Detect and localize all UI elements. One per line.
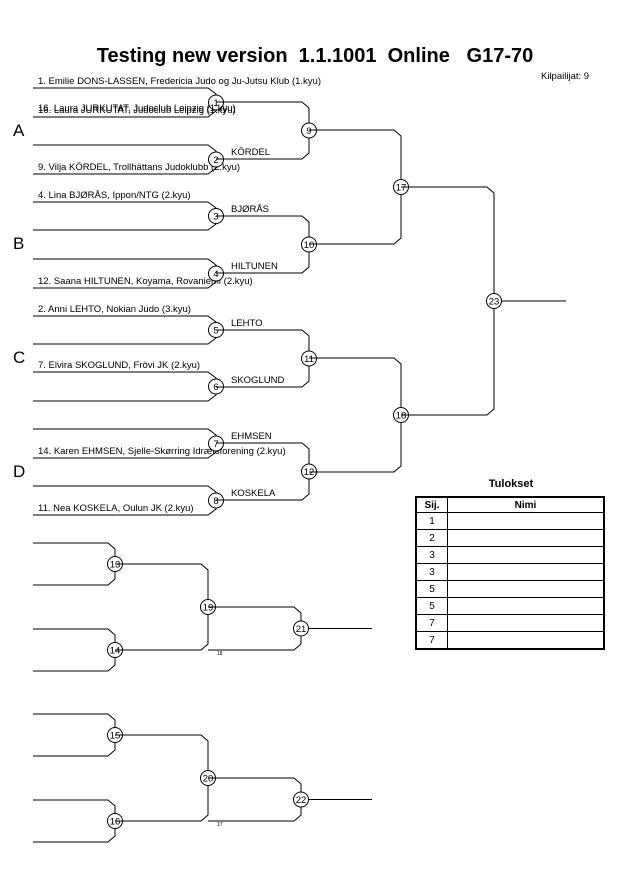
- winner-name: HILTUNEN: [231, 261, 278, 272]
- results-row: 2: [415, 529, 605, 547]
- bracket-line: [309, 129, 402, 245]
- match-number: 5: [213, 326, 218, 337]
- results-title: Tulokset: [488, 478, 534, 490]
- bracket-line: [309, 357, 402, 473]
- place-cell: 3: [415, 546, 448, 564]
- competitor-name: 14. Karen EHMSEN, Sjelle-Skørring Idræts…: [38, 446, 286, 457]
- results-row: 3: [415, 546, 605, 564]
- name-cell: [447, 631, 605, 650]
- winner-name: SKOGLUND: [231, 375, 284, 386]
- name-cell: [447, 512, 605, 530]
- name-cell: [447, 580, 605, 598]
- match-number: 14: [110, 646, 121, 657]
- bracket-line: [33, 799, 116, 843]
- competitor-name: 2. Anni LEHTO, Nokian Judo (3.kyu): [38, 304, 191, 315]
- match-number: 10: [304, 240, 315, 251]
- competitor-name: 16. Laura JURKUTAT, Judoclub Leipzig (1.…: [38, 105, 236, 116]
- bracket-line: [33, 628, 116, 672]
- small-note: 17: [217, 822, 223, 828]
- name-column-header: Nimi: [447, 496, 605, 513]
- winner-name: EHMSEN: [231, 431, 272, 442]
- place-cell: 7: [415, 614, 448, 632]
- results-row: 5: [415, 580, 605, 598]
- place-cell: 3: [415, 563, 448, 581]
- results-row: 5: [415, 597, 605, 615]
- place-cell: 5: [415, 580, 448, 598]
- match-number: 8: [213, 496, 218, 507]
- results-row: 3: [415, 563, 605, 581]
- results-row: 7: [415, 614, 605, 632]
- results-row: 7: [415, 631, 605, 650]
- bracket-line: [208, 606, 302, 651]
- results-table: Sij. Nimi 1 2 3 3 5 5 7 7: [415, 496, 605, 650]
- pool-label-d: D: [13, 462, 26, 481]
- match-number: 23: [489, 297, 500, 308]
- competitor-name: 16. Laura JURKUTAT, Judoclub Leipzig (1.…: [38, 103, 236, 114]
- competitor-name: 1. Emilie DONS-LASSEN, Fredericia Judo o…: [38, 76, 321, 87]
- winner-name: KÖRDEL: [231, 147, 270, 158]
- competitor-name: 9. Vilja KÖRDEL, Trollhättans Judoklubb …: [38, 162, 240, 173]
- bracket-line: [33, 201, 217, 231]
- match-number: 7: [213, 439, 218, 450]
- small-note: 18: [217, 651, 223, 657]
- match-number-circle: [293, 620, 309, 637]
- place-cell: 1: [415, 512, 448, 530]
- name-cell: [447, 597, 605, 615]
- results-header-row: Sij. Nimi: [415, 496, 605, 513]
- match-number: 4: [213, 269, 218, 280]
- bracket-line: [208, 777, 302, 822]
- match-number: 13: [110, 560, 121, 571]
- place-column-header: Sij.: [415, 496, 448, 513]
- pool-label-a: A: [13, 121, 25, 140]
- competitor-name: 7. Elvira SKOGLUND, Frövi JK (2.kyu): [38, 360, 200, 371]
- bracket-line: [33, 371, 217, 402]
- name-cell: [447, 563, 605, 581]
- match-number: 15: [110, 731, 121, 742]
- results-row: 1: [415, 512, 605, 530]
- match-number: 1: [213, 98, 218, 109]
- match-number: 3: [213, 212, 218, 223]
- bracket-line: [115, 563, 209, 651]
- competitor-name: 12. Saana HILTUNEN, Koyama, Rovaniemi (2…: [38, 276, 253, 287]
- name-cell: [447, 529, 605, 547]
- match-number: 2: [213, 155, 218, 166]
- place-cell: 2: [415, 529, 448, 547]
- match-number: 21: [296, 624, 307, 635]
- bracket-line: [401, 186, 495, 416]
- match-number-circle: [293, 791, 309, 808]
- match-number: 18: [396, 411, 407, 422]
- competitor-name: 11. Nea KOSKELA, Oulun JK (2.kyu): [38, 503, 194, 514]
- winner-name: BJØRÅS: [231, 204, 269, 215]
- page-title: Testing new version 1.1.1001 Online G17-…: [96, 45, 534, 67]
- match-number-circle: [486, 293, 502, 309]
- pool-label-b: B: [13, 234, 25, 253]
- name-cell: [447, 546, 605, 564]
- match-number: 20: [203, 774, 214, 785]
- winner-name: LEHTO: [231, 318, 263, 329]
- match-number: 16: [110, 817, 121, 828]
- bracket-line: [33, 713, 116, 757]
- bracket-line: [33, 542, 116, 586]
- bracket-line: [115, 734, 209, 822]
- match-number: 11: [304, 354, 314, 365]
- place-cell: 7: [415, 631, 448, 650]
- winner-name: KOSKELA: [231, 488, 276, 499]
- name-cell: [447, 614, 605, 632]
- match-number: 22: [296, 795, 307, 806]
- pool-label-c: C: [13, 348, 26, 367]
- place-cell: 5: [415, 597, 448, 615]
- competitor-name: 4. Lina BJØRÅS, Ippon/NTG (2.kyu): [38, 190, 191, 201]
- competitor-count: Kilpailijat: 9: [541, 71, 590, 82]
- match-number: 9: [306, 126, 311, 137]
- match-number: 17: [396, 183, 407, 194]
- bracket-line: [33, 315, 217, 345]
- results-panel: Tulokset Sij. Nimi 1 2 3 3 5 5 7 7: [415, 478, 607, 650]
- match-number: 19: [203, 603, 214, 614]
